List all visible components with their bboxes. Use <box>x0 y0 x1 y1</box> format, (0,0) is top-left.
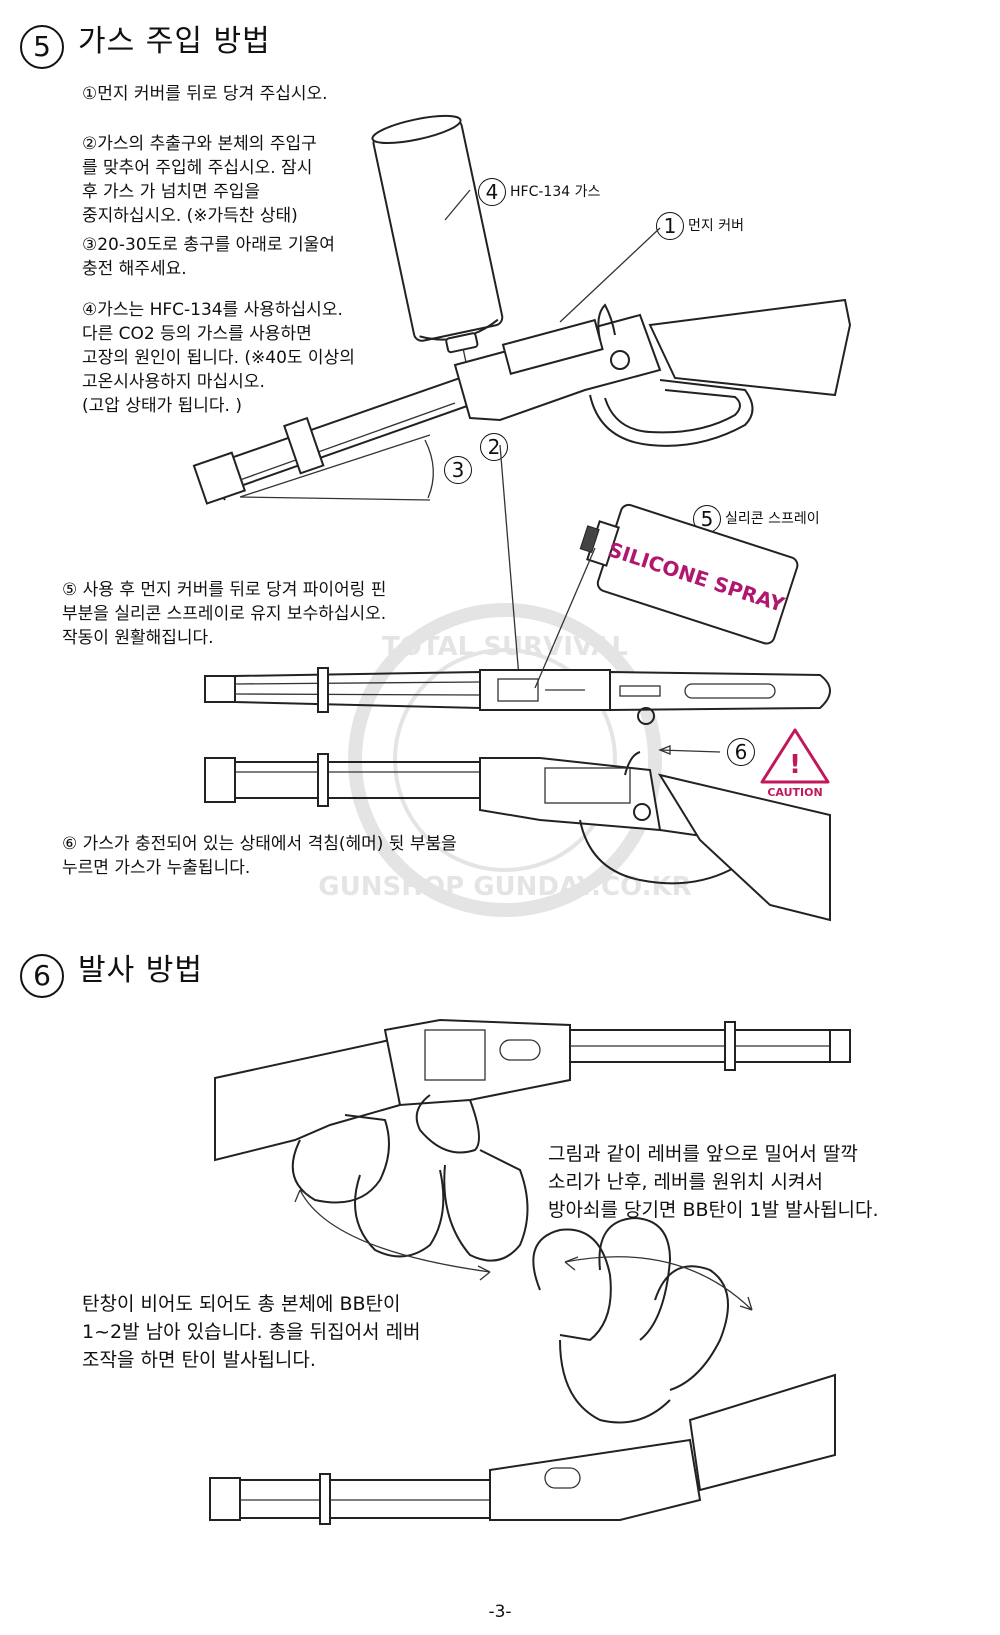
rifle-gas-fill <box>192 114 852 691</box>
caution-mark: ! <box>789 750 801 780</box>
watermark-top: TOTAL SURVIVAL <box>382 632 628 662</box>
callout-gas-label: HFC-134 가스 <box>510 184 601 200</box>
step5-text: ⑤ 사용 후 먼지 커버를 뒤로 당겨 파이어링 핀 부분을 실리콘 스프레이로… <box>62 580 387 648</box>
section5-title: 가스 주입 방법 <box>78 24 271 59</box>
watermark: TOTAL SURVIVAL GUNSHOP GUNDAY.CO.KR <box>318 603 692 917</box>
callout-silicone-label: 실리콘 스프레이 <box>725 511 820 527</box>
step4-text: ④가스는 HFC-134를 사용하십시오. 다른 CO2 등의 가스를 사용하면… <box>82 300 355 416</box>
rifle-inverted-lever <box>209 1216 836 1525</box>
section6-para1: 그림과 같이 레버를 앞으로 밀어서 딸깍 소리가 난후, 레버를 원위치 시켜… <box>548 1143 879 1221</box>
callout-6: 6 <box>727 738 759 766</box>
gas-canister <box>371 114 504 370</box>
watermark-bottom: GUNSHOP GUNDAY.CO.KR <box>318 872 691 902</box>
rifle-side-view <box>204 745 831 922</box>
step2-text: ②가스의 추출구와 본체의 주입구 를 맞추어 주입헤 주십시오. 잠시 후 가… <box>82 134 317 226</box>
caution-icon: ! CAUTION <box>760 728 830 799</box>
section6-title: 발사 방법 <box>78 953 203 988</box>
callout-3-number: 3 <box>444 456 472 484</box>
rifle-top-view <box>204 667 831 725</box>
callout-gas-number: 4 <box>478 178 506 206</box>
silicone-spray-can: SILICONE SPRAY <box>579 503 799 645</box>
callout-2-number: 2 <box>480 433 508 461</box>
section6-para2: 탄창이 비어도 되어도 총 본체에 BB탄이 1~2발 남아 있습니다. 총을 … <box>82 1293 421 1371</box>
spray-nozzle-line <box>534 547 596 689</box>
callout-3: 3 <box>444 456 476 484</box>
callout-cover-number: 1 <box>656 212 684 240</box>
rifle-lever-forward <box>214 1018 851 1281</box>
step3-text: ③20-30도로 총구를 아래로 기울여 충전 해주세요. <box>82 235 335 279</box>
page-number: -3- <box>488 1602 512 1622</box>
step6-text: ⑥ 가스가 충전되어 있는 상태에서 격침(헤머) 뒷 부붐을 누르면 가스가 … <box>62 834 457 878</box>
section6-number: 6 <box>20 953 64 998</box>
callout-2: 2 <box>480 433 512 461</box>
section5-header: 5 가스 주입 방법 <box>20 16 271 69</box>
callout-cover-label: 먼지 커버 <box>688 218 744 234</box>
section6-header: 6 발사 방법 <box>20 945 203 998</box>
callout-6-number: 6 <box>727 738 755 766</box>
section5-number: 5 <box>20 24 64 69</box>
caution-label: CAUTION <box>767 786 822 799</box>
step1-text: ①먼지 커버를 뒤로 당겨 주십시오. <box>82 84 328 104</box>
